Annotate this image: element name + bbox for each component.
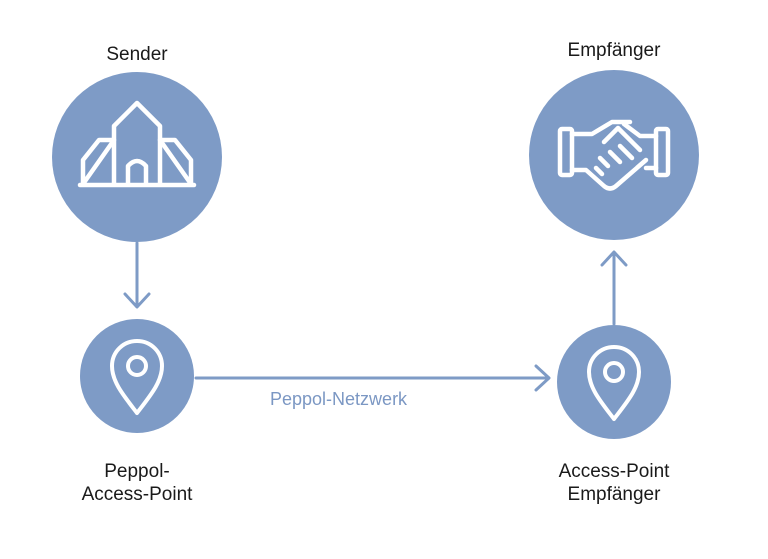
church-icon: [77, 100, 197, 188]
receiver-access-point-label-line2: Empfänger: [567, 484, 661, 505]
receiver-access-point-label-line1: Access-Point: [558, 461, 670, 482]
arrow-sender-to-access-point: [123, 241, 151, 309]
sender-node: [52, 72, 222, 242]
sender-access-point-label-line1: Peppol-: [104, 461, 170, 482]
sender-access-point-label: Peppol- Access-Point: [62, 460, 212, 506]
location-pin-icon: [587, 345, 641, 421]
receiver-label: Empfänger: [567, 40, 661, 61]
sender-label: Sender: [106, 44, 168, 65]
location-pin-icon: [110, 339, 164, 415]
peppol-network-label: Peppol-Netzwerk: [270, 389, 408, 409]
sender-access-point-label-line2: Access-Point: [81, 484, 193, 505]
receiver-access-point-label: Access-Point Empfänger: [534, 460, 694, 506]
handshake-icon: [557, 119, 671, 191]
arrow-peppol-network: [194, 364, 551, 392]
arrow-access-point-to-receiver: [600, 250, 628, 326]
